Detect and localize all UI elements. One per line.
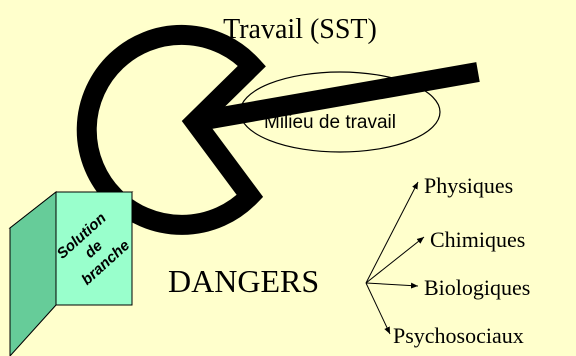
arrow-physiques (366, 182, 418, 283)
branch-biologiques: Biologiques (424, 275, 530, 300)
branch-psychosociaux: Psychosociaux (393, 323, 524, 348)
arrow-chimiques (366, 237, 424, 283)
dangers-label: DANGERS (168, 263, 319, 299)
branch-arrows (366, 182, 424, 334)
diagram-title: Travail (SST) (223, 14, 377, 45)
branch-chimiques: Chimiques (430, 227, 525, 252)
arrow-biologiques (366, 283, 418, 286)
arrow-psychosociaux (366, 283, 390, 334)
branch-physiques: Physiques (424, 173, 513, 198)
solution-box: Solution de branche (10, 192, 134, 356)
solution-box-side (10, 192, 56, 356)
workplace-label: Milieu de travail (264, 112, 396, 133)
